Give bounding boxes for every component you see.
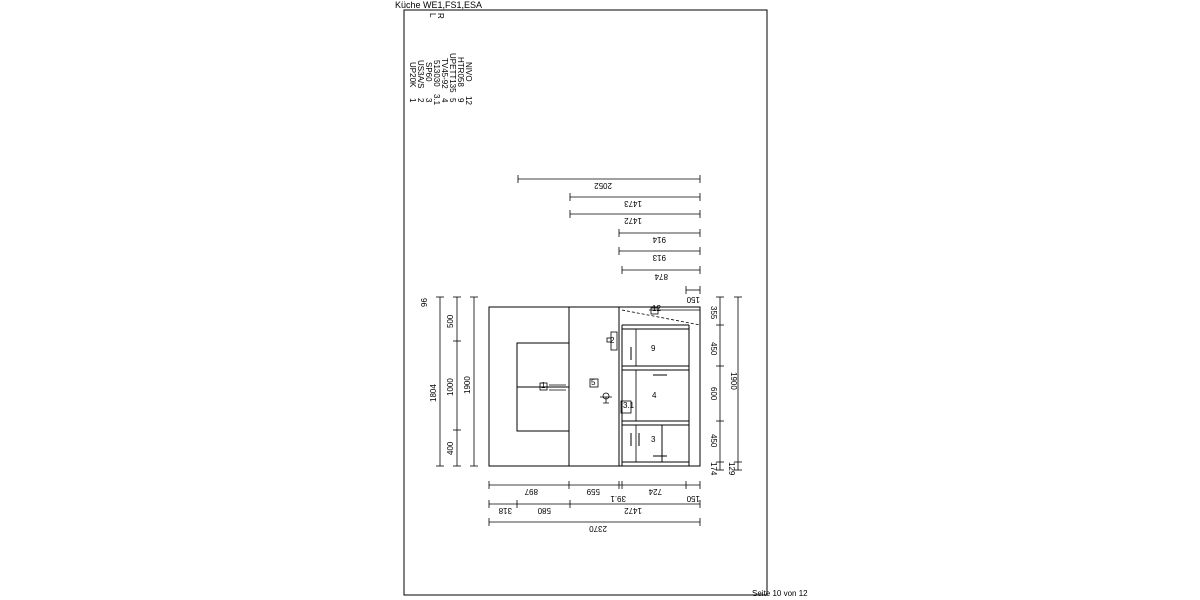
dim-label: 914 bbox=[652, 235, 666, 244]
legend-code: SP60 bbox=[424, 62, 433, 82]
dim-label: 1900 bbox=[463, 376, 472, 394]
drawing-frame bbox=[403, 9, 768, 596]
module-label: 4 bbox=[652, 391, 657, 400]
dim-label: 318 bbox=[498, 506, 512, 515]
module-label: 5 bbox=[591, 378, 596, 387]
module-label: 9 bbox=[651, 344, 656, 353]
dim-label: 1804 bbox=[429, 384, 438, 402]
legend-num: 5 bbox=[448, 98, 457, 103]
legend-num: 2 bbox=[416, 98, 425, 103]
dim-label: 874 bbox=[654, 272, 668, 281]
dim-label: 450 bbox=[709, 434, 718, 448]
legend-code: NIVO bbox=[464, 62, 473, 82]
dim-label: 450 bbox=[709, 342, 718, 356]
left-dimensions: 96 500 1804 1000 1900 400 bbox=[420, 296, 478, 467]
right-dimensions: 355 450 600 1900 450 174 129 bbox=[709, 296, 742, 476]
module-label: 3 bbox=[651, 435, 656, 444]
dim-label: 2370 bbox=[589, 524, 607, 533]
side-left-label: L bbox=[428, 13, 437, 18]
dim-label: 913 bbox=[652, 253, 666, 262]
dim-label: 174 bbox=[709, 462, 718, 476]
dim-label: 129 bbox=[727, 462, 736, 476]
dim-label: 559 bbox=[586, 487, 600, 496]
module-label: 2 bbox=[610, 336, 615, 345]
dim-label: 39.1 bbox=[610, 494, 626, 503]
legend-code: UPETT135 bbox=[448, 53, 457, 93]
side-right-label: R bbox=[436, 13, 445, 19]
dim-label: 724 bbox=[648, 487, 662, 496]
dim-label: 1472 bbox=[624, 216, 642, 225]
dim-label: 400 bbox=[446, 441, 455, 455]
dim-label: 1472 bbox=[624, 506, 642, 515]
legend: 1 2 3 3.1 4 5 9 12 UP20K US3A/S SP60 513… bbox=[408, 53, 473, 106]
top-dimensions: 2052 1473 1472 914 913 874 150 bbox=[517, 175, 701, 304]
sheet-title: Küche WE1,FS1,ESA bbox=[395, 0, 482, 10]
legend-num: 4 bbox=[440, 98, 449, 103]
dim-label: 500 bbox=[446, 314, 455, 328]
wall-outline bbox=[488, 306, 701, 467]
dim-label: 96 bbox=[420, 298, 429, 307]
legend-code: TV45-92 bbox=[440, 58, 449, 89]
bottom-dimensions: 897 559 39.1 724 150 318 580 1472 2370 bbox=[488, 481, 701, 533]
dim-label: 150 bbox=[686, 494, 700, 503]
page-number: Seite 10 von 12 bbox=[752, 589, 808, 598]
legend-num: 1 bbox=[408, 98, 417, 103]
module-label: 12 bbox=[652, 304, 661, 313]
legend-code: US3A/S bbox=[416, 60, 425, 88]
legend-num: 3.1 bbox=[432, 94, 441, 106]
legend-num: 3 bbox=[424, 98, 433, 103]
dim-label: 580 bbox=[537, 506, 551, 515]
legend-code: 513030 bbox=[432, 60, 441, 87]
legend-num: 9 bbox=[456, 98, 465, 103]
dim-label: 1473 bbox=[624, 199, 642, 208]
module-label: 3.1 bbox=[623, 401, 635, 410]
dim-label: 897 bbox=[524, 487, 538, 496]
dim-label: 2052 bbox=[594, 181, 612, 190]
dim-label: 355 bbox=[709, 306, 718, 320]
module-label: 1 bbox=[541, 381, 546, 390]
legend-num: 12 bbox=[464, 96, 473, 105]
dim-label: 150 bbox=[686, 295, 700, 304]
kitchen-elevation: 12 9 4 3 3.1 5 1 2 bbox=[488, 304, 701, 467]
legend-code: UP20K bbox=[408, 62, 417, 88]
legend-code: HTR058 bbox=[456, 57, 465, 87]
dim-label: 1900 bbox=[729, 372, 738, 390]
dim-label: 600 bbox=[709, 387, 718, 401]
dim-label: 1000 bbox=[446, 378, 455, 396]
